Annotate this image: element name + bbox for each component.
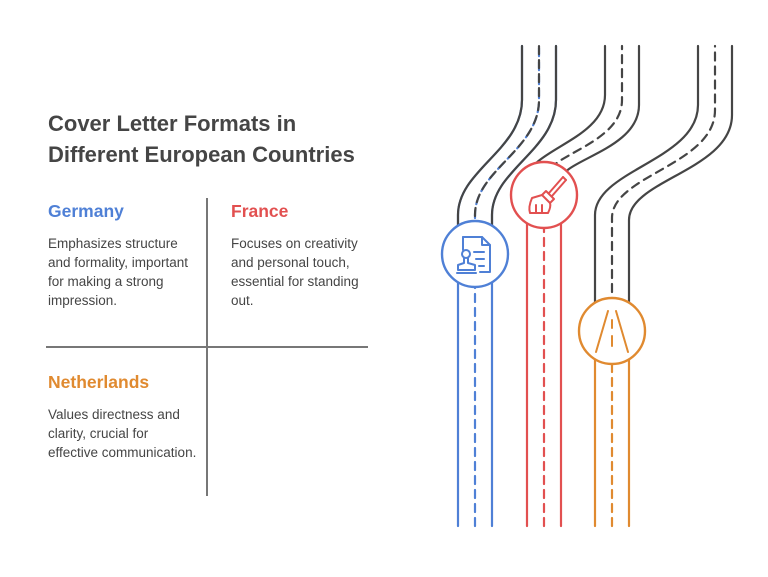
title-line-1: Cover Letter Formats in (48, 111, 297, 136)
title-line-2: Different European Countries (48, 142, 355, 167)
road-germany (456, 44, 558, 528)
paintbrush-icon (528, 176, 567, 214)
netherlands-cell: Netherlands Values directness and clarit… (48, 371, 198, 462)
germany-description: Emphasizes structure and formality, impo… (48, 236, 189, 308)
netherlands-marker (577, 296, 647, 366)
road-perspective-icon (595, 310, 629, 353)
france-marker (509, 160, 579, 230)
netherlands-description: Values directness and clarity, crucial f… (48, 407, 197, 460)
france-description: Focuses on creativity and personal touch… (231, 236, 359, 308)
france-cell: France Focuses on creativity and persona… (231, 200, 381, 310)
page-title: Cover Letter Formats in Different Europe… (48, 108, 408, 170)
germany-heading: Germany (48, 201, 124, 221)
netherlands-heading: Netherlands (48, 372, 150, 392)
germany-marker (440, 219, 510, 289)
horizontal-divider (46, 346, 368, 348)
france-heading: France (231, 201, 289, 221)
road-netherlands (593, 44, 734, 528)
road-france (525, 44, 641, 528)
document-stamp-icon (456, 236, 491, 274)
germany-cell: Germany Emphasizes structure and formali… (48, 200, 198, 310)
